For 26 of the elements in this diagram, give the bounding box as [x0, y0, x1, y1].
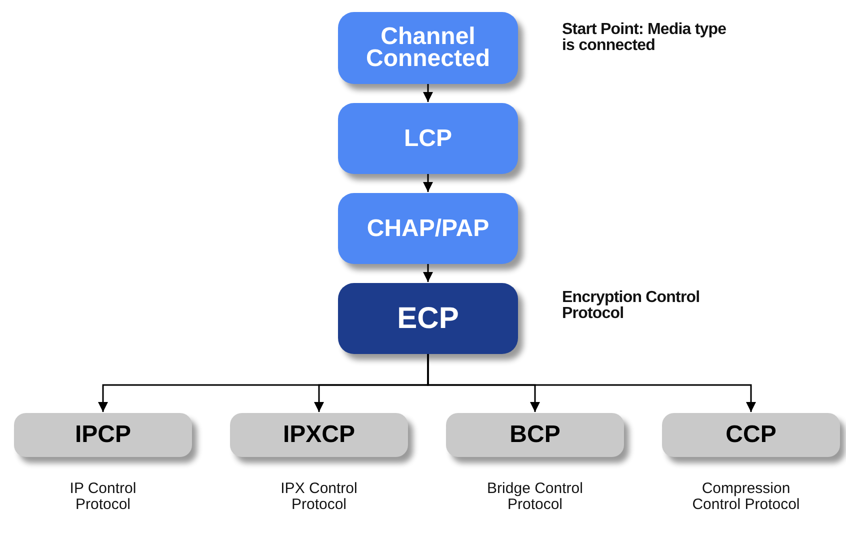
process-box [338, 283, 518, 354]
process-box [338, 103, 518, 174]
process-box [230, 413, 408, 457]
node-note: IP Control Protocol [68, 481, 138, 513]
box-label: Channel Connected [364, 26, 491, 70]
box-label: BCP [508, 420, 562, 450]
box-label: ECP [396, 301, 460, 337]
arrow [423, 174, 433, 192]
arrow [427, 354, 756, 412]
box-label: IPCP [74, 420, 132, 450]
node-note: Encryption Control Protocol [562, 290, 701, 322]
box-label: IPXCP [282, 420, 356, 450]
process-box [338, 193, 518, 264]
process-box [662, 413, 840, 457]
process-box [338, 12, 518, 84]
node-note: IPX Control Protocol [280, 481, 358, 513]
box-label: CHAP/PAP [366, 218, 490, 240]
arrow [423, 84, 433, 102]
box-label: LCP [403, 128, 453, 150]
node-note: Start Point: Media type is connected [562, 22, 728, 54]
node-note: Bridge Control Protocol [486, 481, 584, 513]
process-box [14, 413, 192, 457]
node-note: Compression Control Protocol [691, 481, 801, 513]
arrow [423, 264, 433, 282]
box-label: CCP [724, 420, 778, 450]
process-box [446, 413, 624, 457]
